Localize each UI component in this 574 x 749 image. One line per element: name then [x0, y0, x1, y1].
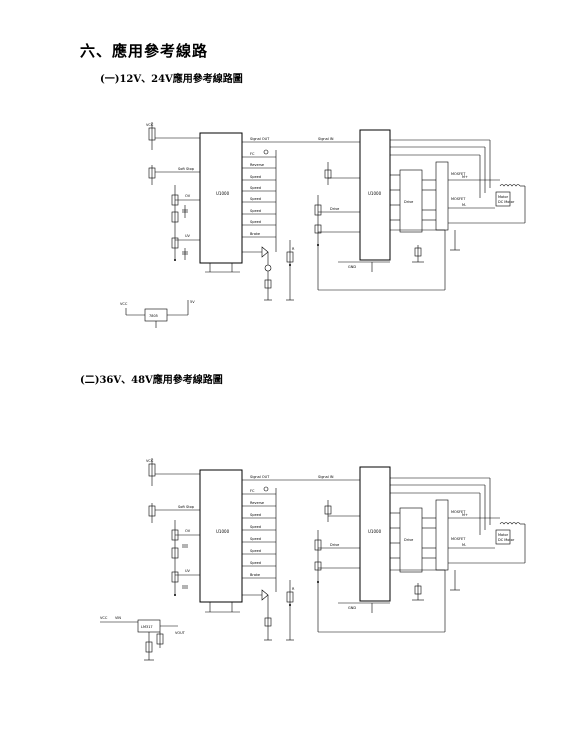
svg-text:LM317: LM317 — [141, 625, 153, 629]
svg-text:Brake: Brake — [250, 232, 260, 236]
svg-text:MOSFET: MOSFET — [451, 172, 466, 176]
voltage-regulator-2: LM317 VCC VIN VOUT — [100, 616, 186, 661]
signal-in-label: Signal IN — [318, 137, 334, 141]
control-switches-2: FC Reverse Speed Speed Speed Speed Speed… — [242, 486, 277, 592]
controller-chip-a-2 — [199, 469, 243, 603]
vcc-label: VCC — [146, 123, 154, 127]
svg-text:MOSFET: MOSFET — [451, 197, 466, 201]
svg-text:Signal OUT: Signal OUT — [250, 475, 270, 479]
svg-text:VCC: VCC — [100, 616, 108, 620]
svg-text:Speed: Speed — [250, 175, 261, 179]
svg-text:Brake: Brake — [250, 573, 260, 577]
svg-text:MOSFET: MOSFET — [451, 510, 466, 514]
dc-motor: Motor DC Motor — [495, 184, 526, 223]
svg-text:Speed: Speed — [250, 537, 261, 541]
svg-text:Motor: Motor — [498, 195, 509, 199]
svg-text:Speed: Speed — [250, 549, 261, 553]
chip-b-label: U1000 — [368, 191, 382, 196]
svg-text:Signal IN: Signal IN — [318, 475, 334, 479]
svg-text:Speed: Speed — [250, 197, 261, 201]
svg-text:5V: 5V — [190, 300, 195, 304]
svg-text:Drive: Drive — [404, 538, 413, 542]
svg-text:Speed: Speed — [250, 186, 261, 190]
ov-label: OV — [185, 194, 191, 198]
svg-text:VOUT: VOUT — [175, 631, 186, 635]
control-switches: FC Reverse Speed Speed Speed Speed Speed… — [242, 149, 277, 252]
svg-text:UV: UV — [185, 569, 191, 573]
svg-text:FC: FC — [250, 489, 255, 493]
dc-motor-2: Motor DC Motor — [495, 522, 526, 563]
svg-text:DC Motor: DC Motor — [498, 538, 515, 542]
mosfet-block — [435, 161, 449, 231]
svg-text:GND: GND — [348, 265, 356, 269]
svg-text:MOSFET: MOSFET — [451, 537, 466, 541]
schematic-12v-24v: VCC Soft Stop OV UV U1000 Signal OUT Sig… — [120, 122, 526, 328]
svg-text:Speed: Speed — [250, 209, 261, 213]
svg-text:GND: GND — [348, 606, 356, 610]
signal-out-label: Signal OUT — [250, 137, 270, 141]
controller-chip-b-2 — [359, 466, 391, 602]
svg-text:VCC: VCC — [146, 459, 154, 463]
svg-text:Speed: Speed — [250, 220, 261, 224]
svg-text:M-: M- — [462, 203, 467, 207]
svg-text:VCC: VCC — [120, 302, 128, 306]
svg-text:Speed: Speed — [250, 561, 261, 565]
schematic-36v-48v: VCC Soft Stop OV UV U1000 Signal OUT Sig… — [100, 458, 526, 661]
svg-text:R: R — [292, 247, 295, 251]
subsection-title-36v-48v: (二)36V、48V應用參考線路圖 — [80, 375, 223, 386]
svg-text:Motor: Motor — [498, 533, 509, 537]
svg-text:U1000: U1000 — [368, 529, 382, 534]
svg-text:7805: 7805 — [149, 314, 158, 318]
svg-text:Drive: Drive — [330, 207, 339, 211]
uv-label: UV — [185, 234, 191, 238]
svg-text:M+: M+ — [462, 175, 468, 179]
section-title: 六、應用參考線路 — [80, 42, 209, 60]
subsection-title-12v-24v: (一)12V、24V應用參考線路圖 — [100, 74, 243, 85]
driver-block — [399, 169, 423, 233]
svg-text:Drive: Drive — [330, 543, 339, 547]
svg-text:M+: M+ — [462, 513, 468, 517]
pot-resistor — [148, 127, 156, 141]
soft-stop-label: Soft Stop — [178, 167, 195, 171]
svg-text:Speed: Speed — [250, 525, 261, 529]
svg-text:R: R — [292, 587, 295, 591]
controller-chip-b — [359, 129, 391, 261]
svg-text:U1000: U1000 — [216, 529, 230, 534]
svg-text:FC: FC — [250, 152, 255, 156]
svg-text:Soft Stop: Soft Stop — [178, 505, 195, 509]
svg-text:DC Motor: DC Motor — [498, 200, 515, 204]
controller-chip-a — [199, 132, 243, 264]
voltage-regulator: 7805 VCC 5V — [120, 300, 195, 328]
svg-text:M-: M- — [462, 543, 467, 547]
svg-text:Speed: Speed — [250, 513, 261, 517]
svg-text:VIN: VIN — [115, 616, 121, 620]
svg-text:Reverse: Reverse — [250, 501, 264, 505]
svg-text:Reverse: Reverse — [250, 163, 264, 167]
svg-text:OV: OV — [185, 529, 191, 533]
svg-text:Drive: Drive — [404, 200, 413, 204]
chip-a-label: U1000 — [216, 191, 230, 196]
